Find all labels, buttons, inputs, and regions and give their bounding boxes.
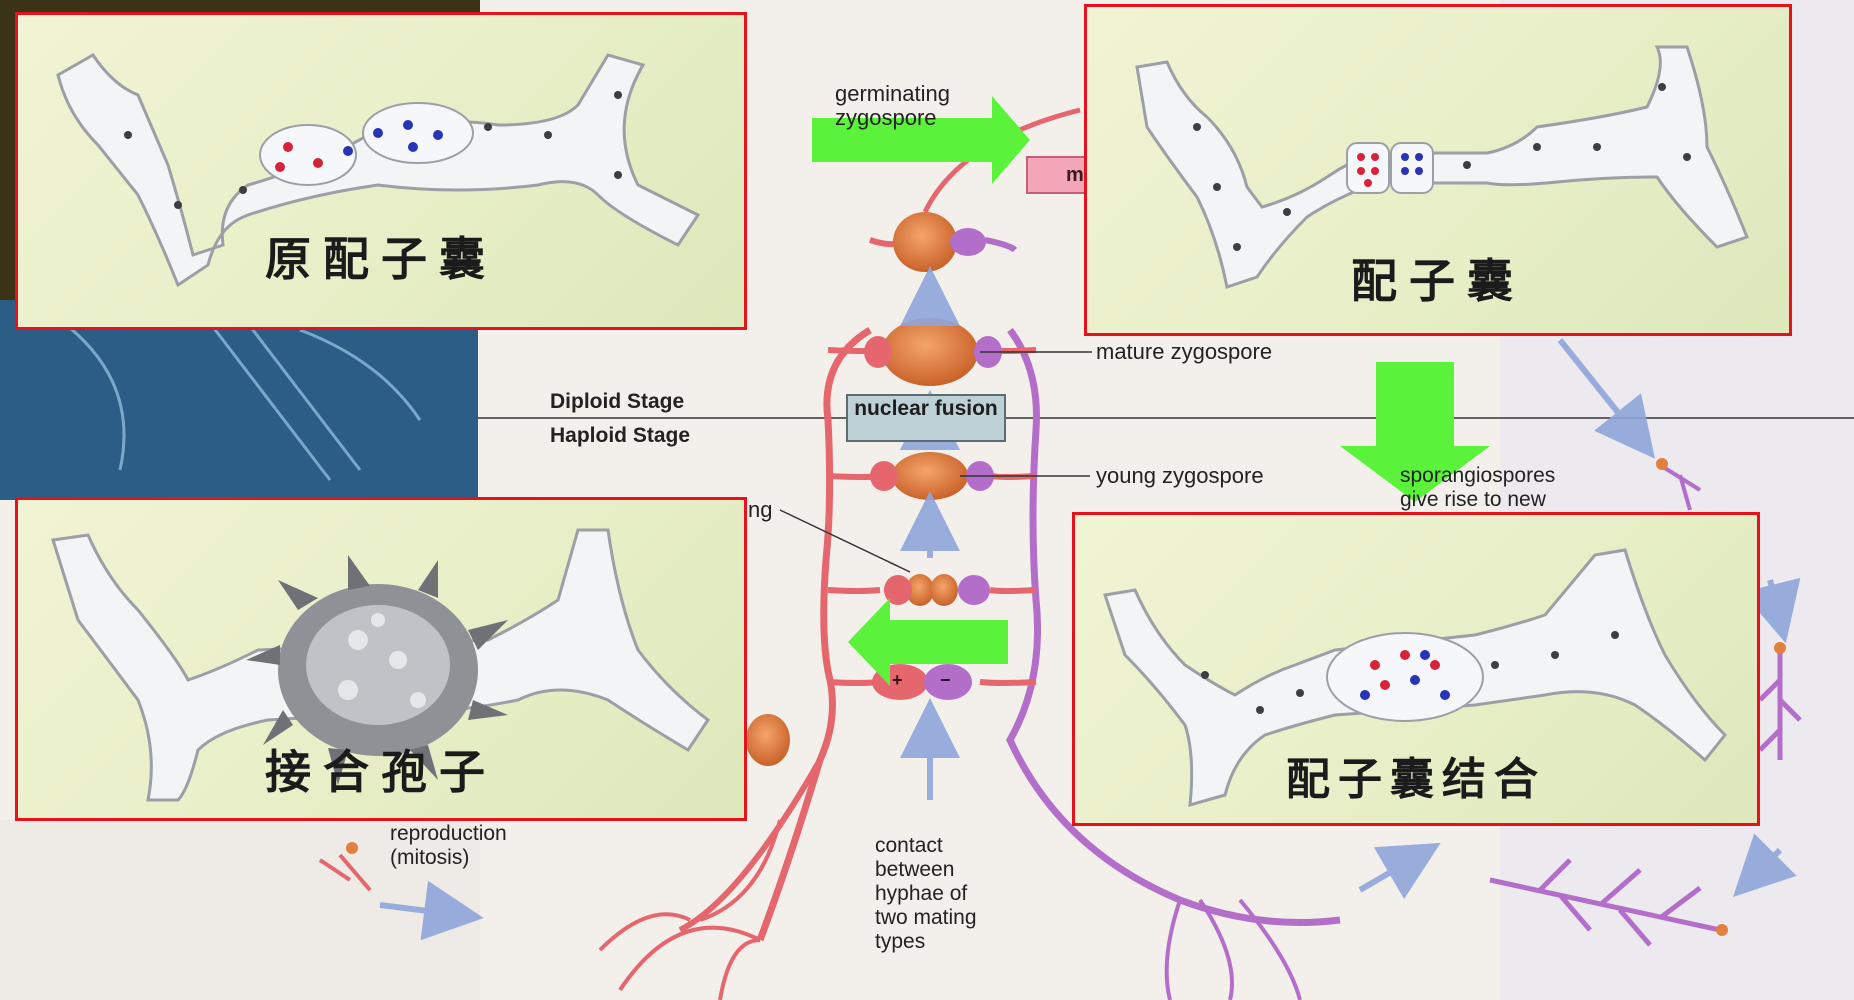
- minus-mating-type: −: [940, 670, 951, 690]
- arrow-right-icon: [812, 96, 1030, 184]
- zygospore-illustration: [51, 528, 711, 802]
- germinating-zygospore-label: germinating zygospore: [835, 81, 950, 130]
- panel-gametangial-fusion: 配子囊结合: [1072, 512, 1760, 826]
- panel-caption-gametangial-fusion: 配子囊结合: [1286, 754, 1546, 805]
- plus-mating-type: +: [892, 670, 903, 690]
- green-arrows: [812, 96, 1490, 686]
- panel-caption-gametangia: 配子囊: [1351, 254, 1525, 308]
- progametangia-illustration: [56, 53, 701, 288]
- mature-zygospore-label: mature zygospore: [1096, 339, 1273, 364]
- gametangial-fusion-illustration: [1103, 548, 1728, 808]
- arrow-left-icon: [848, 598, 1008, 686]
- haploid-stage-label: Haploid Stage: [550, 424, 691, 447]
- microscope-photo: [0, 300, 478, 500]
- panel-caption-zygospore: 接合孢子: [265, 745, 497, 799]
- diploid-stage-label: Diploid Stage: [550, 390, 685, 413]
- young-zygospore-label: young zygospore: [1096, 463, 1264, 488]
- plasmogamy-label-fragment: ng: [748, 497, 773, 522]
- panel-zygospore: 接合孢子: [15, 497, 747, 821]
- sporangiospores-label: sporangiospores give rise to new: [1400, 464, 1556, 511]
- zygospore-stages: [746, 107, 1092, 766]
- panel-progametangia: 原配子囊: [15, 12, 747, 330]
- contact-hyphae-label: contact between hyphae of two mating typ…: [875, 834, 977, 953]
- gametangia-illustration: [1135, 45, 1749, 289]
- panel-caption-progametangia: 原配子囊: [265, 232, 497, 286]
- panel-gametangia: 配子囊: [1084, 4, 1792, 336]
- arrow-down-icon: [1340, 362, 1490, 502]
- spiky-zygospore: [246, 555, 508, 785]
- asexual-reproduction-label: reproduction (mitosis): [390, 822, 507, 869]
- meiosis-box-fragment: m: [1026, 156, 1086, 194]
- nuclear-fusion-box: nuclear fusion: [846, 394, 1006, 442]
